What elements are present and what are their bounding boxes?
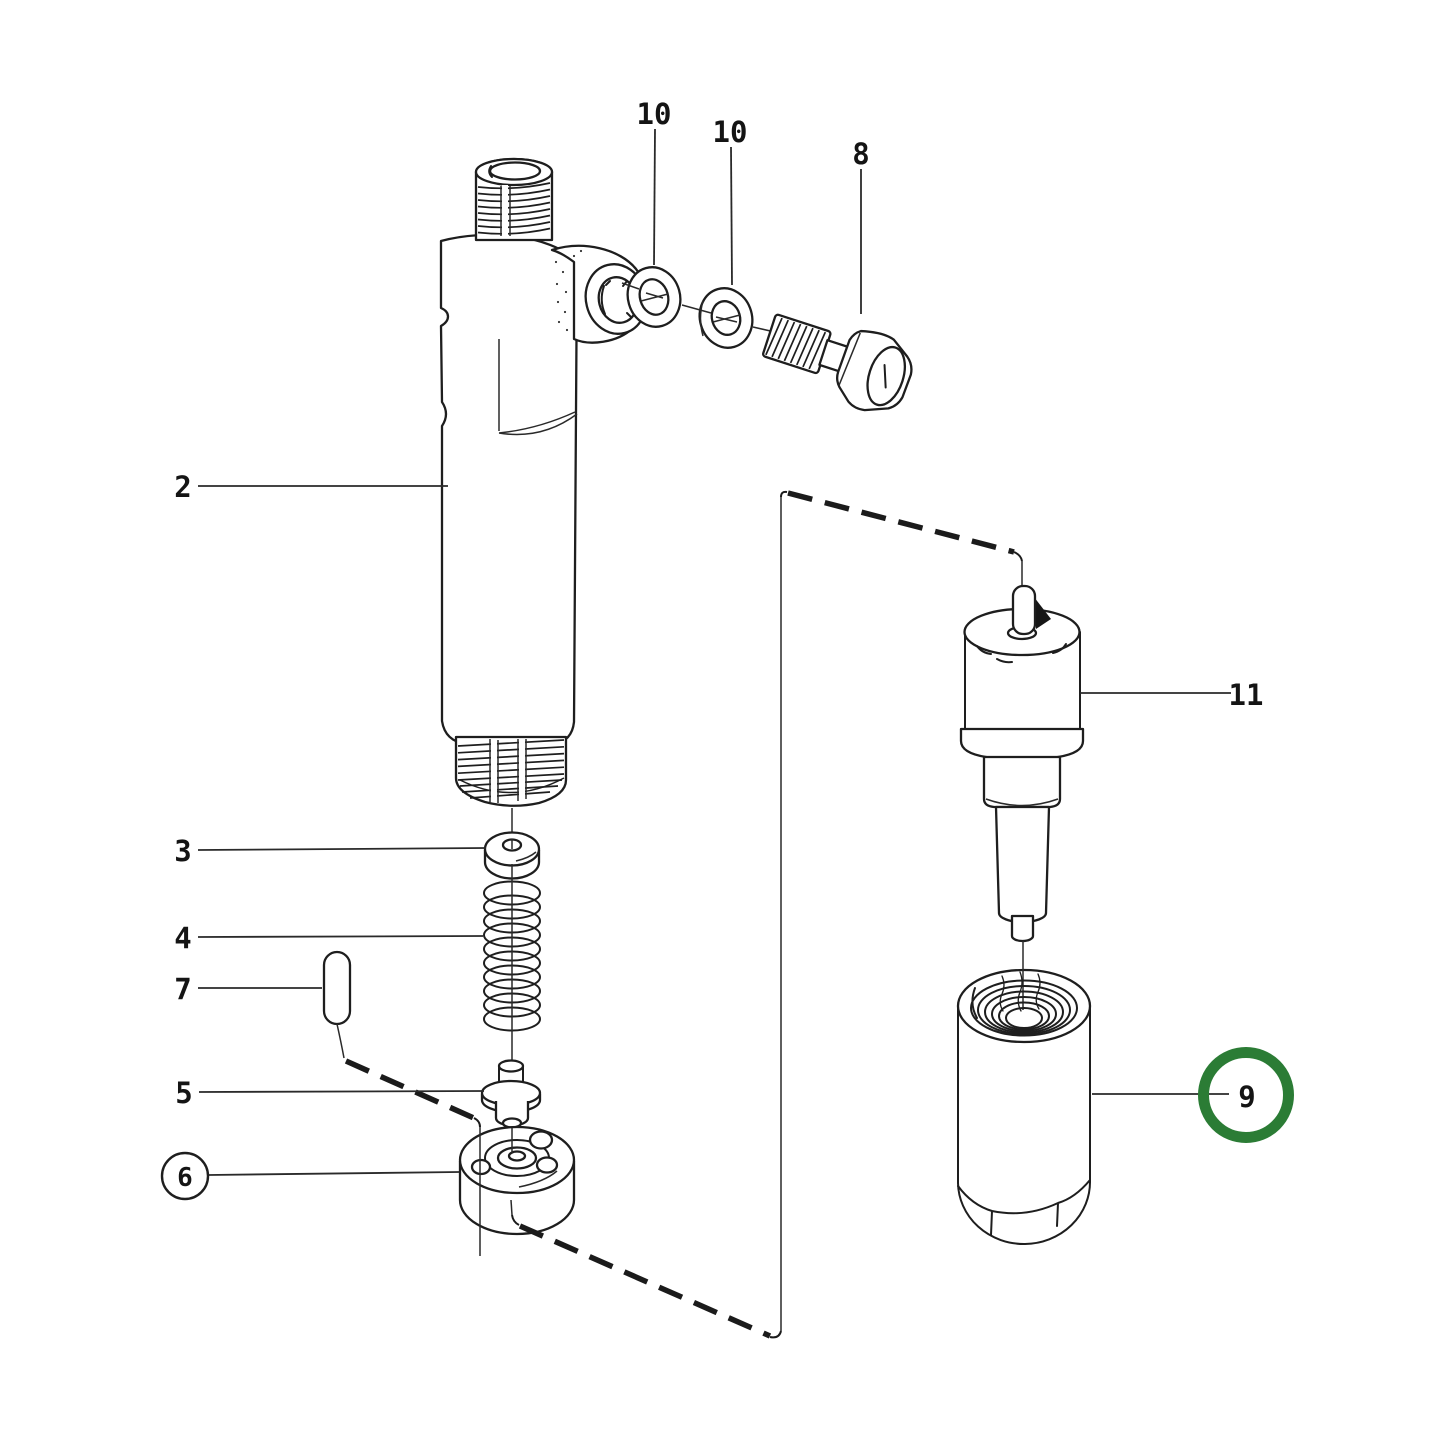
callout-10a-label[interactable]: 10 [637,97,672,131]
dashed-segment-lower [518,1223,772,1339]
callout-2-label[interactable]: 2 [174,470,191,504]
washer-axis-line [621,282,780,334]
leader-line [198,1090,485,1093]
nozzle-nut-drawing [956,968,1092,1245]
stub-bore-shadow [488,165,493,178]
nozzle-body-sides [964,631,1081,730]
stub-bore [488,161,542,181]
callout-11-label[interactable]: 11 [1229,678,1264,712]
elbow [1013,551,1023,562]
washer-edge-detail [515,851,537,862]
bottom-thread-lines [457,739,565,799]
callout-10b-label[interactable]: 10 [713,115,748,149]
washer-1-chord [640,293,669,302]
pin-body [322,950,352,1026]
callout-8-label[interactable]: 8 [852,137,869,171]
dashed-segment-pin [344,1058,478,1122]
nut-bottom [957,1180,1092,1245]
callout-10a[interactable]: 10 [637,97,672,266]
nozzle-hex [982,755,1062,809]
callout-5-label[interactable]: 5 [175,1076,192,1110]
callout-9-label[interactable]: 9 [1238,1080,1255,1114]
nozzle-pin [1011,584,1037,636]
callout-9[interactable]: 9 [1092,1047,1294,1143]
bolt-head-facet [838,332,861,386]
callout-4-label[interactable]: 4 [174,921,191,955]
nut-hex-facets [957,1179,1091,1236]
body-ledge [498,411,578,436]
nozzle-hex-arc [985,798,1059,807]
bolt-thread-lines [765,317,827,370]
callout-6-label[interactable]: 6 [177,1163,193,1193]
spring-seat-drawing [480,1059,542,1129]
pin-drawing [322,950,352,1059]
washer-2-edge [699,300,704,337]
nozzle-drawing [959,584,1085,968]
sealing-washers-drawing [621,266,780,349]
dashed-segment-nozzle [787,490,1015,555]
banjo-bolt-drawing [762,313,913,412]
flange-plate-drawing [458,1125,576,1236]
callout-3[interactable]: 3 [174,834,487,868]
bolt-head-slash [883,364,887,389]
callout-8[interactable]: 8 [852,137,870,314]
highlight-ring [1198,1047,1294,1143]
nozzle-body-fill [965,632,1080,729]
leader-line [208,1171,460,1176]
callout-10b[interactable]: 10 [713,115,748,286]
nut-internal-threads [970,971,1078,1037]
elbow [473,1117,481,1128]
nozzle-stem [994,805,1051,924]
bottom-thread-crests [489,739,527,803]
stub-thread-lines [477,182,551,235]
callout-11[interactable]: 11 [1080,678,1263,712]
leader-line [197,935,484,938]
seat-top [497,1059,525,1073]
leader-line [197,847,487,851]
callout-7-label[interactable]: 7 [174,972,191,1006]
callout-6-circle [160,1151,210,1201]
nut-fill [958,970,1091,1245]
flange-center-hole [507,1150,527,1162]
callout-7[interactable]: 7 [174,972,322,1006]
flange-left-hole [470,1158,492,1176]
callout-3-label[interactable]: 3 [174,834,191,868]
washer-2-chord [712,314,741,323]
leader-line [730,146,733,286]
flange-face-arc [518,1170,558,1188]
nozzle-flange [959,727,1085,761]
callout-4[interactable]: 4 [174,921,484,955]
injector-body-drawing [439,157,648,807]
inlet-thread-detail [600,280,632,318]
pin-tail-line [336,1023,345,1059]
callout-6[interactable]: 6 [160,1151,460,1201]
leader-line [653,128,656,266]
callout-2[interactable]: 2 [174,470,448,504]
bolt-head-face [866,345,906,407]
nozzle-pin-shadow [1034,597,1051,629]
elbow [769,1330,782,1339]
elbow [780,490,788,498]
stub-thread-crests [500,186,511,236]
elbow [511,1214,520,1226]
flange-hole-lower-right [535,1156,559,1174]
body-silhouette [439,233,579,746]
nozzle-tip [1010,914,1035,943]
boss-stipple [554,249,583,332]
center-line-below-flange [510,1199,513,1216]
flange-hole-upper-right [528,1130,554,1150]
bottom-thread-highlight [491,739,525,802]
assembly-path [344,490,1023,1339]
nozzle-face-marks [976,643,1067,664]
nut-sides [957,1005,1091,1184]
callout-5[interactable]: 5 [175,1076,485,1110]
